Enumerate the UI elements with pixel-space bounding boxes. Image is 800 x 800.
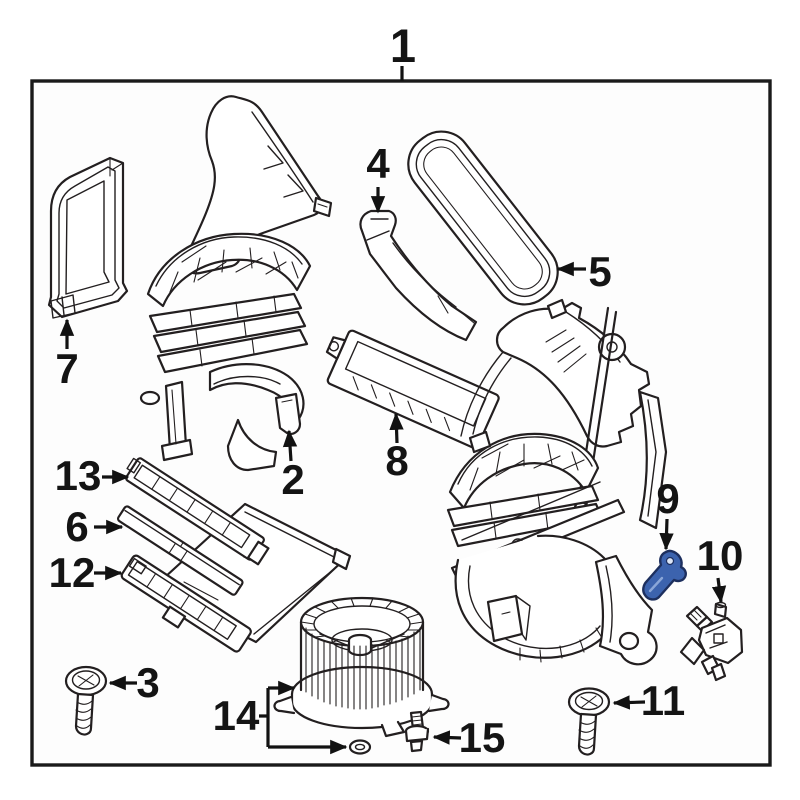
leader-arrow-8 [389, 412, 404, 444]
part-7-seal-frame[interactable] [47, 156, 129, 319]
callout-3[interactable]: 3 [136, 659, 159, 706]
callout-1[interactable]: 1 [390, 19, 416, 72]
leader-arrow-15 [432, 730, 462, 745]
part-14-blower-motor[interactable] [273, 596, 450, 738]
part-5-gasket[interactable] [396, 119, 570, 316]
blower-case-assembly-drawing[interactable] [446, 298, 668, 666]
callout-11[interactable]: 11 [641, 677, 685, 724]
callout-2[interactable]: 2 [281, 456, 304, 503]
callout-14[interactable]: 14 [213, 692, 260, 739]
leader-arrow-10 [711, 577, 727, 604]
part-14-grommet[interactable] [348, 739, 372, 755]
part-12-filter-slat[interactable] [114, 554, 252, 662]
part-9-link-highlighted[interactable] [642, 549, 687, 601]
callout-10[interactable]: 10 [697, 532, 744, 579]
part-6-filter-bar[interactable] [116, 505, 244, 596]
leader-bracket-14 [259, 688, 270, 747]
callout-5[interactable]: 5 [588, 248, 611, 295]
leader-arrow-11 [612, 695, 646, 710]
callout-15[interactable]: 15 [459, 714, 506, 761]
part-4-duct[interactable] [359, 209, 478, 342]
callout-9[interactable]: 9 [656, 475, 679, 522]
leader-arrow-9 [659, 518, 674, 551]
part-13-filter-slat[interactable] [122, 455, 272, 566]
callout-12[interactable]: 12 [49, 549, 96, 596]
leader-arrow-2 [282, 429, 298, 462]
callout-4[interactable]: 4 [366, 140, 390, 187]
callout-6[interactable]: 6 [65, 503, 88, 550]
part-3-screw[interactable] [64, 665, 108, 736]
part-10-actuator[interactable] [679, 601, 744, 682]
callout-8[interactable]: 8 [385, 437, 408, 484]
part-15-bolt[interactable] [404, 710, 430, 753]
part-11-screw[interactable] [567, 687, 611, 756]
callout-7[interactable]: 7 [55, 345, 78, 392]
callout-13[interactable]: 13 [55, 452, 102, 499]
part-2-heater-case-assembly[interactable] [139, 95, 333, 472]
